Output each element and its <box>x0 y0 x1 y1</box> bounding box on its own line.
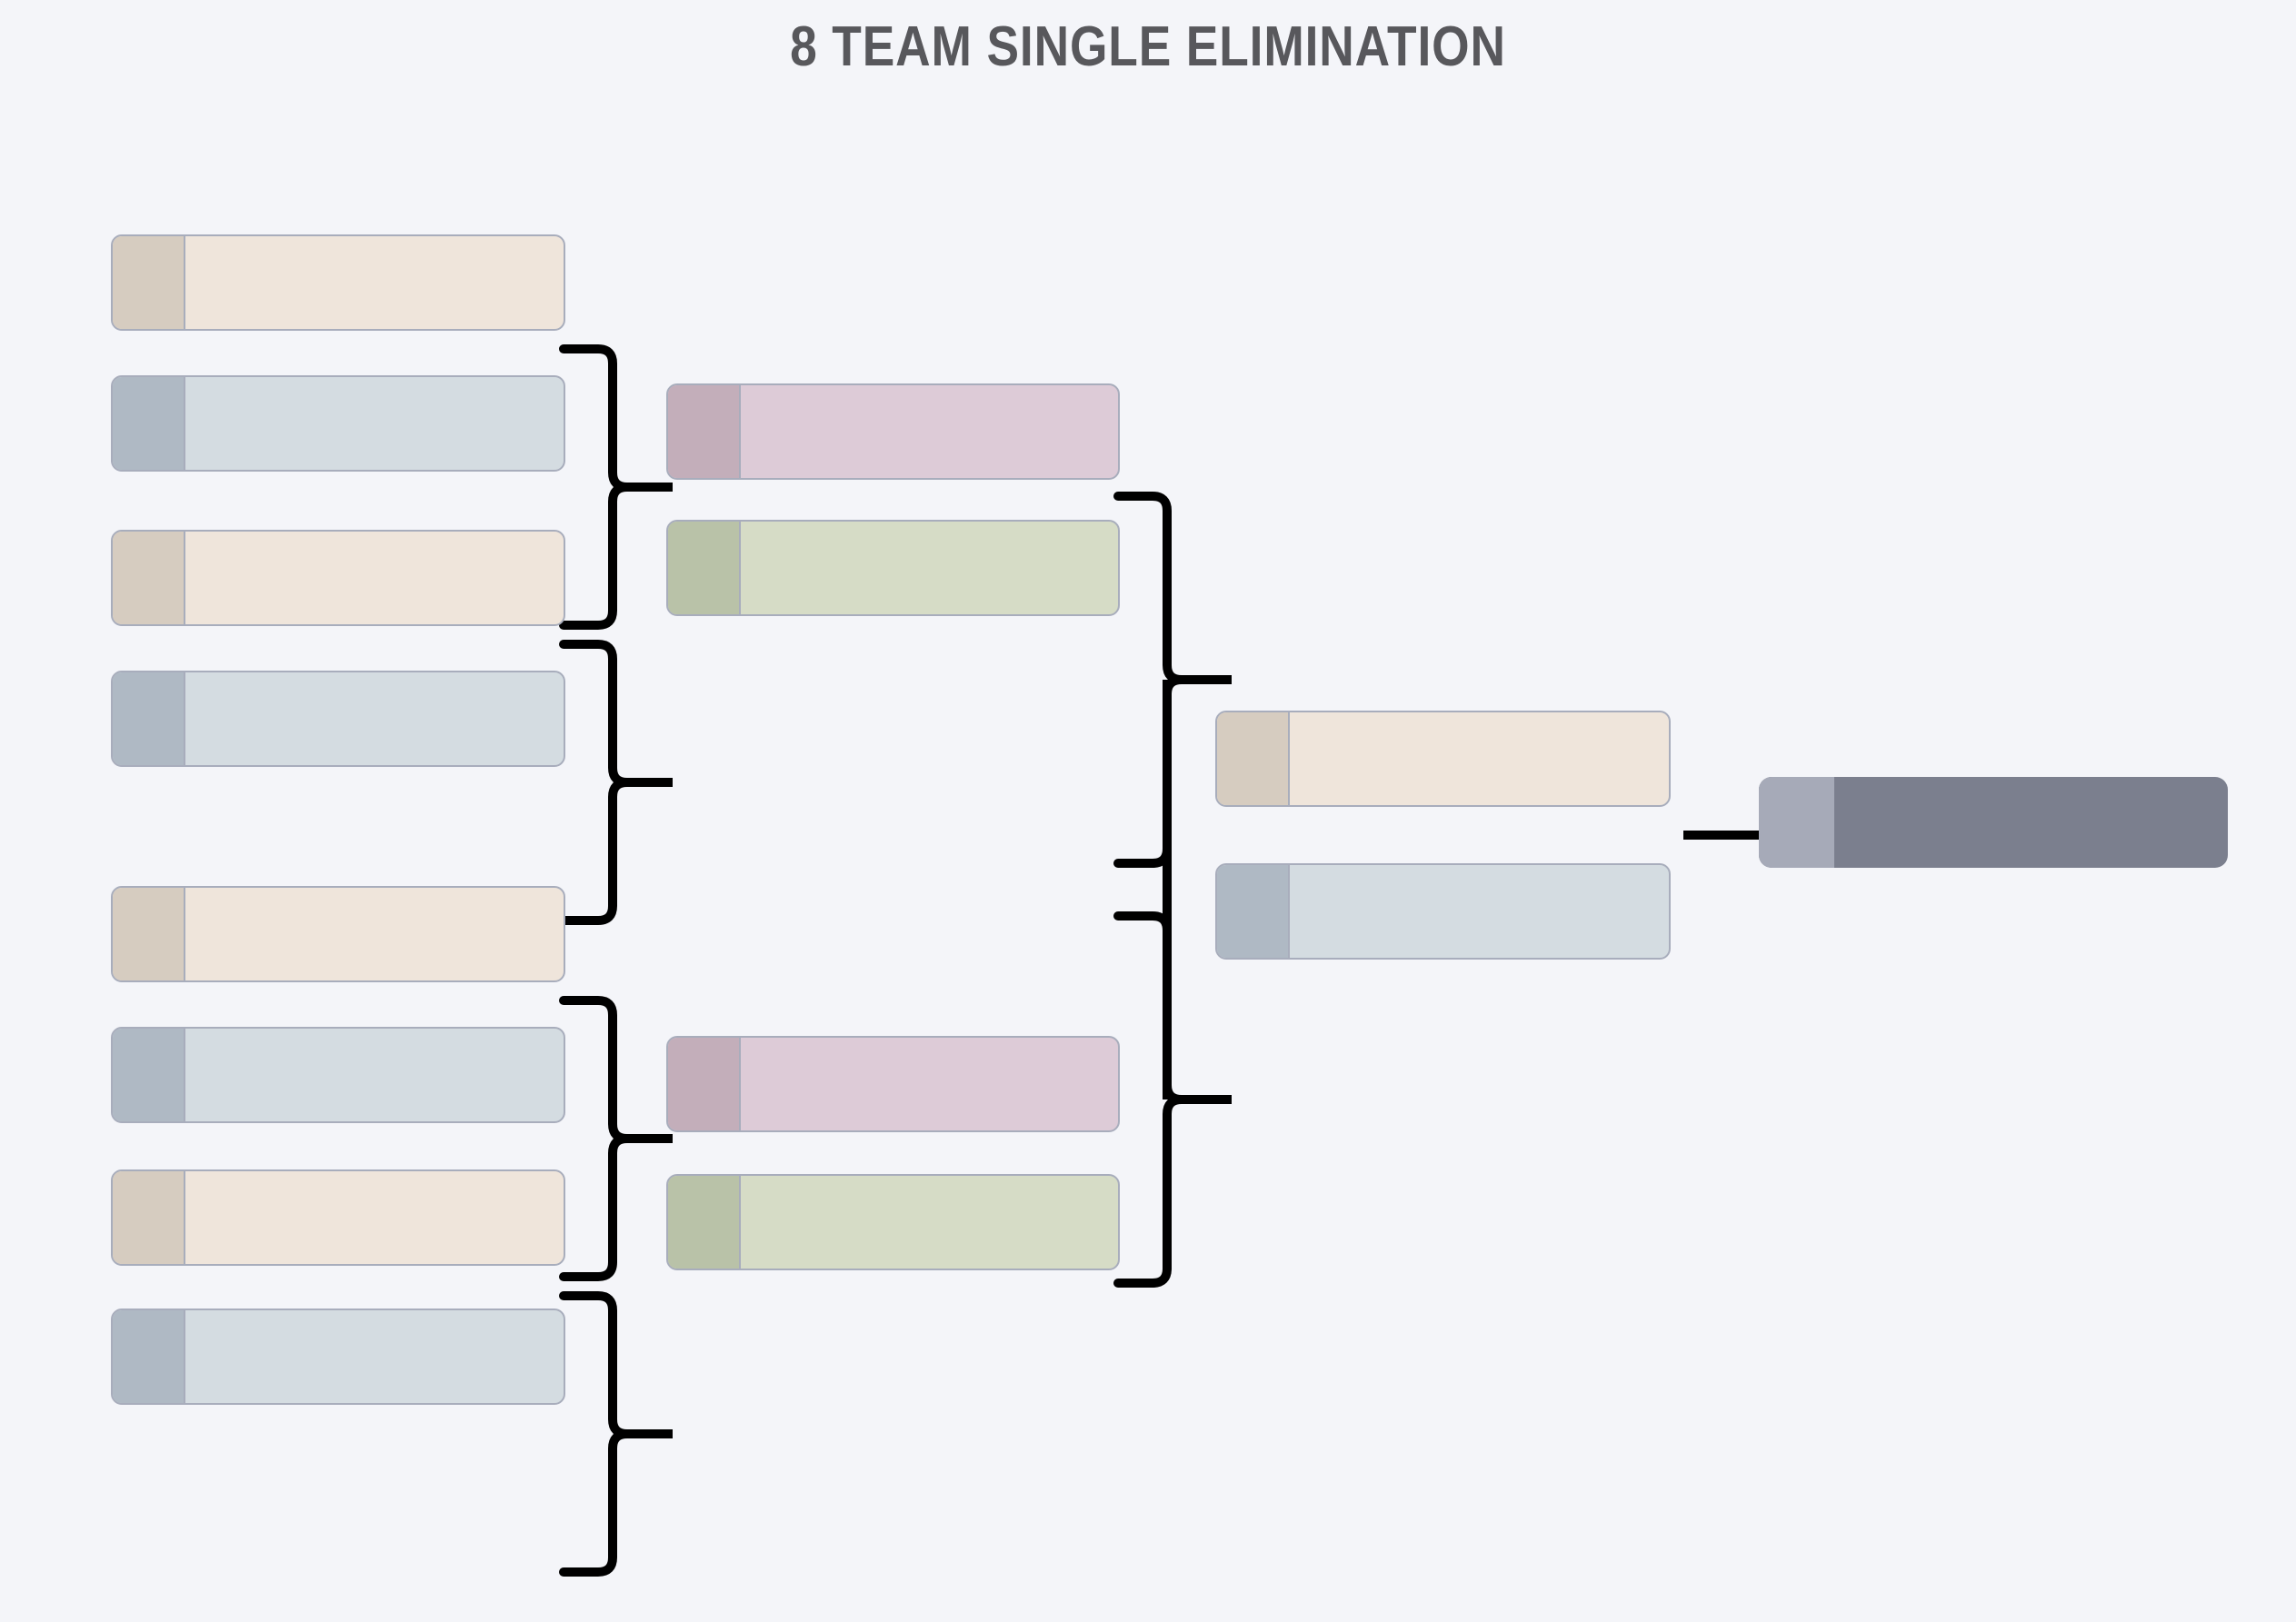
match-slot-r3s2[interactable] <box>1215 863 1671 960</box>
match-slot-r1s8[interactable] <box>111 1309 565 1405</box>
team-label <box>1290 865 1669 958</box>
match-slot-r1s5[interactable] <box>111 886 565 982</box>
seed-block <box>113 888 185 980</box>
connector-r1-pair4 <box>556 1289 684 1579</box>
team-label <box>741 522 1118 614</box>
match-slot-r1s3[interactable] <box>111 530 565 626</box>
match-slot-r1s6[interactable] <box>111 1027 565 1123</box>
team-label <box>1834 777 2228 868</box>
team-label <box>741 385 1118 478</box>
team-label <box>741 1038 1118 1130</box>
connector-r2-pair2 <box>1111 909 1243 1290</box>
seed-block <box>1217 712 1290 805</box>
match-slot-r1s2[interactable] <box>111 375 565 472</box>
team-label <box>185 1029 564 1121</box>
connector-r1-pair2 <box>556 637 684 928</box>
match-slot-r1s7[interactable] <box>111 1169 565 1266</box>
connector-r1-pair1 <box>556 342 684 632</box>
seed-block <box>668 522 741 614</box>
match-slot-r2s1[interactable] <box>666 383 1120 480</box>
seed-block <box>1759 777 1834 868</box>
match-slot-r2s2[interactable] <box>666 520 1120 616</box>
seed-block <box>668 1176 741 1269</box>
seed-block <box>113 672 185 765</box>
page-title: 8 TEAM SINGLE ELIMINATION <box>790 15 1506 78</box>
seed-block <box>668 1038 741 1130</box>
match-slot-r3s1[interactable] <box>1215 711 1671 807</box>
team-label <box>185 532 564 624</box>
match-slot-r2s3[interactable] <box>666 1036 1120 1132</box>
team-label <box>185 377 564 470</box>
team-label <box>185 1171 564 1264</box>
seed-block <box>113 1171 185 1264</box>
champion-slot[interactable] <box>1759 777 2228 868</box>
match-slot-r2s4[interactable] <box>666 1174 1120 1270</box>
seed-block <box>113 377 185 470</box>
team-label <box>185 1310 564 1403</box>
team-label <box>741 1176 1118 1269</box>
team-label <box>185 888 564 980</box>
seed-block <box>113 532 185 624</box>
seed-block <box>113 1029 185 1121</box>
seed-block <box>1217 865 1290 958</box>
seed-block <box>113 1310 185 1403</box>
connector-final-dash <box>1680 828 1767 842</box>
seed-block <box>668 385 741 478</box>
team-label <box>1290 712 1669 805</box>
connector-r1-pair3 <box>556 993 684 1284</box>
match-slot-r1s1[interactable] <box>111 234 565 331</box>
connector-r2-pair1 <box>1111 489 1243 871</box>
seed-block <box>113 236 185 329</box>
team-label <box>185 672 564 765</box>
team-label <box>185 236 564 329</box>
match-slot-r1s4[interactable] <box>111 671 565 767</box>
